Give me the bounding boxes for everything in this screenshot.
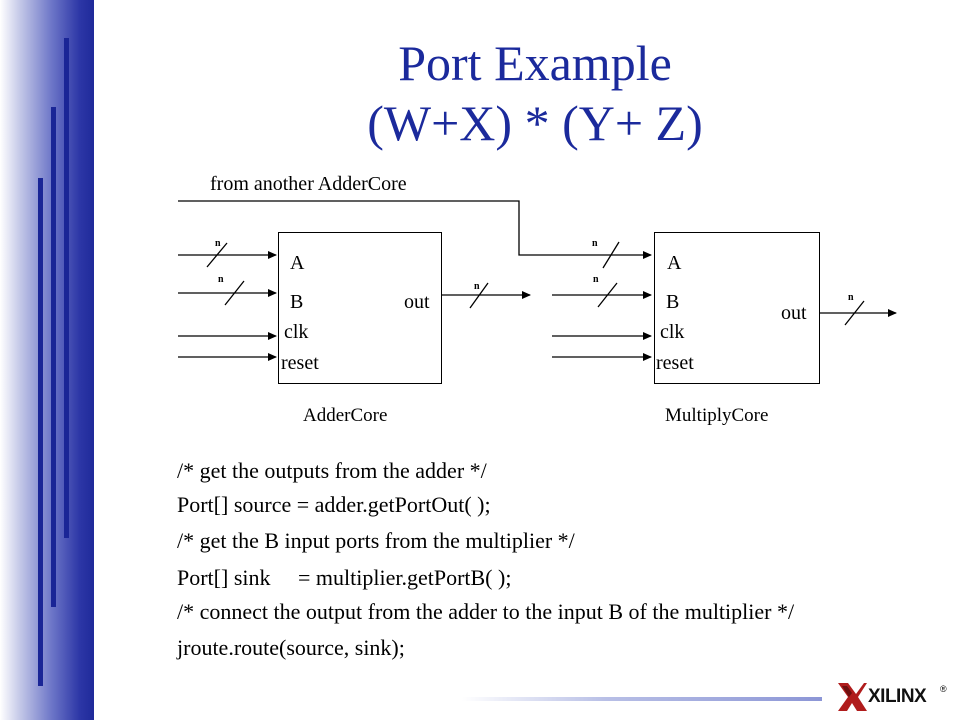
code-line-source: Port[] source = adder.getPortOut( ); xyxy=(177,492,491,517)
sidebar-bar-3 xyxy=(38,178,43,686)
sidebar-gradient xyxy=(0,0,94,720)
xilinx-logo: XILINX ® xyxy=(836,680,956,716)
width-label-adder-out: n xyxy=(474,281,480,292)
width-label-adder-b: n xyxy=(218,274,224,285)
sidebar-bar-2 xyxy=(51,107,56,607)
multiply-core-name: MultiplyCore xyxy=(665,405,769,426)
width-label-mult-b: n xyxy=(593,274,599,285)
sidebar-bar-1 xyxy=(64,38,69,538)
mult-port-out: out xyxy=(781,302,807,324)
adder-port-clk: clk xyxy=(284,321,309,343)
width-label-mult-out: n xyxy=(848,292,854,303)
adder-port-out: out xyxy=(404,291,430,313)
adder-a-slash xyxy=(206,242,228,268)
xilinx-wordmark: XILINX xyxy=(868,686,927,707)
adder-core-box xyxy=(278,232,442,384)
registered-mark: ® xyxy=(940,684,947,694)
xilinx-mark-icon xyxy=(838,683,867,711)
slide-title-line-1: Port Example xyxy=(398,35,672,91)
mult-out-slash xyxy=(844,300,865,326)
code-comment-1: /* get the outputs from the adder */ xyxy=(177,458,487,483)
code-comment-3: /* connect the output from the adder to … xyxy=(177,599,795,624)
mult-port-clk: clk xyxy=(660,321,685,343)
width-label-adder-a: n xyxy=(215,238,221,249)
code-line-sink: Port[] sink = multiplier.getPortB( ); xyxy=(177,565,512,590)
feed-wire xyxy=(178,200,652,259)
adder-port-b: B xyxy=(290,291,304,313)
mult-port-a: A xyxy=(667,252,682,274)
adder-port-reset: reset xyxy=(281,352,319,374)
multiply-core-box xyxy=(654,232,820,384)
feed-label: from another AdderCore xyxy=(210,173,407,195)
code-line-route: jroute.route(source, sink); xyxy=(177,635,405,660)
width-label-feed: n xyxy=(592,238,598,249)
adder-out-slash xyxy=(469,282,489,309)
footer-divider xyxy=(462,697,822,701)
adder-b-slash xyxy=(224,280,245,306)
mult-port-reset: reset xyxy=(656,352,694,374)
adder-core-name: AdderCore xyxy=(303,405,388,426)
slide-title-line-2: (W+X) * (Y+ Z) xyxy=(367,95,703,151)
mult-port-b: B xyxy=(666,291,680,313)
mult-b-slash xyxy=(597,282,618,308)
adder-port-a: A xyxy=(290,252,305,274)
feed-wire-slash xyxy=(602,241,620,269)
code-comment-2: /* get the B input ports from the multip… xyxy=(177,528,575,553)
